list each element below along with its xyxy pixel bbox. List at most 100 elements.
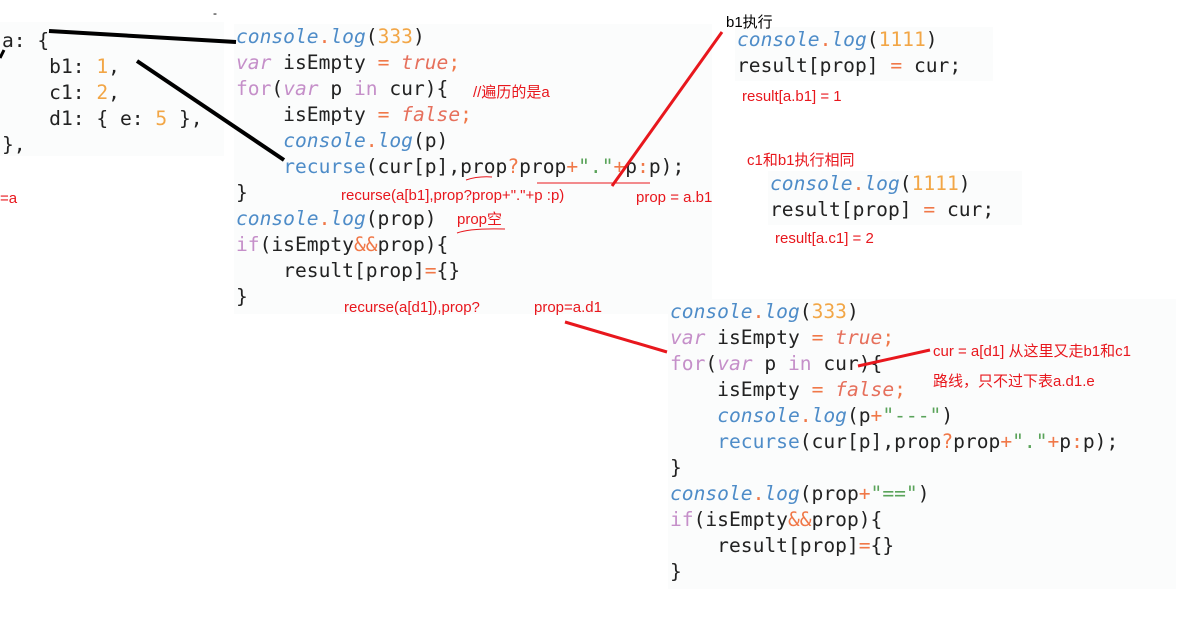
code-token: && [787, 508, 812, 531]
code-token: prop [953, 430, 1001, 453]
code-line: result[prop]={} [236, 258, 706, 284]
code-line: }, [2, 132, 218, 158]
code-token: {} [870, 534, 895, 557]
annotation-cur-ad1-line1: cur = a[d1] 从这里又走b1和c1 [933, 343, 1131, 360]
code-line: b1: 1, [2, 54, 218, 80]
code-token: (isEmpty [259, 233, 354, 256]
code-token: console [717, 404, 800, 427]
code-token: log [764, 482, 800, 505]
code-token: true [835, 326, 883, 349]
code-token: log [330, 25, 366, 48]
code-line: console.log(prop+"==") [670, 481, 1170, 507]
code-token: = [890, 54, 903, 77]
code-token: var [283, 77, 319, 100]
code-token: ) [412, 25, 425, 48]
code-token: } [236, 181, 248, 204]
code-token: log [330, 207, 366, 230]
code-token: console [283, 129, 366, 152]
code-line: console.log(1111) [770, 171, 1016, 197]
arrow-d1-link [564, 320, 668, 354]
code-token: 5 [155, 107, 168, 130]
code-token: ) [917, 482, 930, 505]
code-token: . [752, 300, 765, 323]
code-token: }, [167, 107, 203, 130]
code-token: ( [705, 352, 718, 375]
code-token: . [799, 404, 812, 427]
code-token: ) [941, 404, 954, 427]
code-token: in [787, 352, 812, 375]
code-token: ( [271, 77, 284, 100]
code-line: console.log(333) [236, 24, 706, 50]
code-line: recurse(cur[p],prop?prop+"."+p:p); [670, 429, 1170, 455]
code-token: + [613, 155, 626, 178]
arrow-b1-exec [610, 31, 724, 187]
code-token: result[prop] [770, 198, 924, 221]
code-token: isEmpty [236, 103, 378, 126]
code-token: result[prop] [236, 259, 425, 282]
code-token: . [752, 482, 765, 505]
code-token: true [401, 51, 449, 74]
code-token: console [236, 207, 319, 230]
code-token: prop [519, 155, 567, 178]
code-token: ( [799, 300, 812, 323]
code-token: cur; [935, 198, 995, 221]
code-token: result[prop] [670, 534, 859, 557]
annotation-eq-a: =a [0, 190, 18, 207]
annotation-c1-same: c1和b1执行相同 [747, 152, 855, 169]
code-token: ) [846, 300, 859, 323]
code-token: 1111 [878, 28, 926, 51]
arrow-left-mark [0, 49, 6, 59]
code-line: } [670, 559, 1170, 585]
code-token: ? [941, 430, 954, 453]
annotation-traverse-a: //遍历的是a [473, 84, 550, 101]
code-line: console.log(1111) [737, 27, 987, 53]
c1-code-block: console.log(1111)result[prop] = cur; [768, 171, 1022, 225]
code-token: log [811, 404, 847, 427]
code-token: ? [507, 155, 520, 178]
code-token: } [670, 560, 682, 583]
code-token: for [236, 77, 272, 100]
annotation-result-ac1: result[a.c1] = 2 [775, 230, 874, 247]
code-token: (cur[p],prop [799, 430, 942, 453]
code-token: : [637, 155, 649, 178]
code-token: cur){ [377, 77, 449, 100]
code-line: console.log(p) [236, 128, 706, 154]
code-token: a [2, 29, 14, 52]
code-token: in [353, 77, 378, 100]
annotation-prop-ad1: prop=a.d1 [534, 299, 602, 316]
code-token: . [318, 25, 331, 48]
code-token: + [1000, 430, 1013, 453]
code-line: console.log(p+"---") [670, 403, 1170, 429]
b1-code-block: console.log(1111)result[prop] = cur; [735, 27, 993, 81]
code-token: false [401, 103, 461, 126]
code-token: if [670, 508, 694, 531]
code-line: c1: 2, [2, 80, 218, 106]
code-token: . [852, 172, 865, 195]
code-token: = [923, 198, 936, 221]
code-token: && [353, 233, 378, 256]
code-token: + [858, 482, 871, 505]
code-token: + [566, 155, 579, 178]
code-token: prop){ [811, 508, 883, 531]
code-token: = [424, 259, 437, 282]
code-token: var [236, 51, 272, 74]
code-token: b1: [2, 55, 97, 78]
code-token: log [864, 172, 900, 195]
code-token: 333 [377, 25, 413, 48]
code-token: + [1047, 430, 1060, 453]
code-token: isEmpty [705, 326, 812, 349]
code-token: p); [1082, 430, 1119, 453]
annotation-recurse-b1: recurse(a[b1],prop?prop+"."+p :p) [341, 187, 565, 204]
code-token: ; [882, 326, 895, 349]
underline-prop [465, 176, 493, 181]
annotation-cur-ad1-line2: 路线，只不过下表a.d1.e [933, 373, 1095, 390]
code-token: prop){ [377, 233, 449, 256]
code-token: log [764, 300, 800, 323]
code-token: 1111 [911, 172, 959, 195]
code-token: p [752, 352, 788, 375]
recurse-main-code-block: console.log(333)var isEmpty = true;for(v… [234, 24, 712, 314]
code-token: (cur[p],prop [365, 155, 508, 178]
code-line: } [236, 284, 706, 310]
code-token: cur){ [811, 352, 883, 375]
